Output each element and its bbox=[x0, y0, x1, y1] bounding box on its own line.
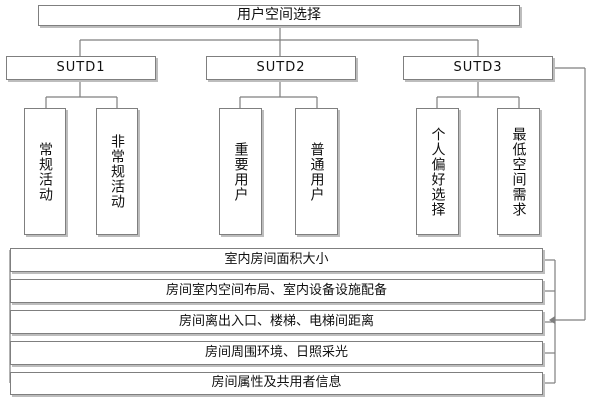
factor-room-area-text: 室内房间面积大小 bbox=[224, 251, 329, 267]
factor-room-attributes-and-shared-users-text: 房间属性及共用者信息 bbox=[211, 375, 342, 391]
sutd2-box: SUTD2 bbox=[206, 56, 356, 80]
sutd2-child-important-user-text: 重要用户 bbox=[232, 141, 249, 202]
sutd1-child-nonroutine-activity: 非常规活动 bbox=[96, 108, 138, 235]
sutd3-box: SUTD3 bbox=[403, 56, 553, 80]
factor-distance-to-access-text: 房间离出入口、楼梯、电梯间距离 bbox=[178, 313, 374, 329]
sutd2-child-important-user: 重要用户 bbox=[219, 108, 262, 235]
factor-surrounding-daylight: 房间周围环境、日照采光 bbox=[10, 341, 543, 365]
sutd3-child-minimum-space-text: 最低空间需求 bbox=[510, 126, 527, 217]
sutd2-child-normal-user: 普通用户 bbox=[295, 108, 338, 235]
factor-distance-to-access: 房间离出入口、楼梯、电梯间距离 bbox=[10, 310, 543, 334]
sutd3-child-minimum-space: 最低空间需求 bbox=[497, 108, 540, 235]
sutd3-child-personal-preference: 个人偏好选择 bbox=[416, 108, 459, 235]
sutd3-child-personal-preference-text: 个人偏好选择 bbox=[429, 126, 446, 217]
factor-surrounding-daylight-text: 房间周围环境、日照采光 bbox=[204, 344, 348, 360]
factor-room-attributes-and-shared-users: 房间属性及共用者信息 bbox=[10, 372, 543, 395]
factor-layout-and-equipment: 房间室内空间布局、室内设备设施配备 bbox=[10, 279, 543, 303]
sutd2-label: SUTD2 bbox=[256, 59, 306, 75]
sutd1-child-nonroutine-activity-text: 非常规活动 bbox=[109, 134, 125, 209]
sutd1-child-routine-activity-text: 常规活动 bbox=[37, 141, 53, 202]
factor-room-area: 室内房间面积大小 bbox=[10, 248, 543, 272]
main-title-text: 用户空间选择 bbox=[237, 6, 321, 23]
feedback-arrowhead bbox=[549, 316, 555, 324]
sutd2-child-normal-user-text: 普通用户 bbox=[308, 141, 325, 202]
sutd1-label: SUTD1 bbox=[56, 59, 106, 75]
sutd1-child-routine-activity: 常规活动 bbox=[24, 108, 66, 235]
sutd1-box: SUTD1 bbox=[6, 56, 156, 80]
main-title-box: 用户空间选择 bbox=[38, 5, 520, 26]
sutd3-label: SUTD3 bbox=[453, 59, 503, 75]
factor-layout-and-equipment-text: 房间室内空间布局、室内设备设施配备 bbox=[165, 282, 387, 298]
